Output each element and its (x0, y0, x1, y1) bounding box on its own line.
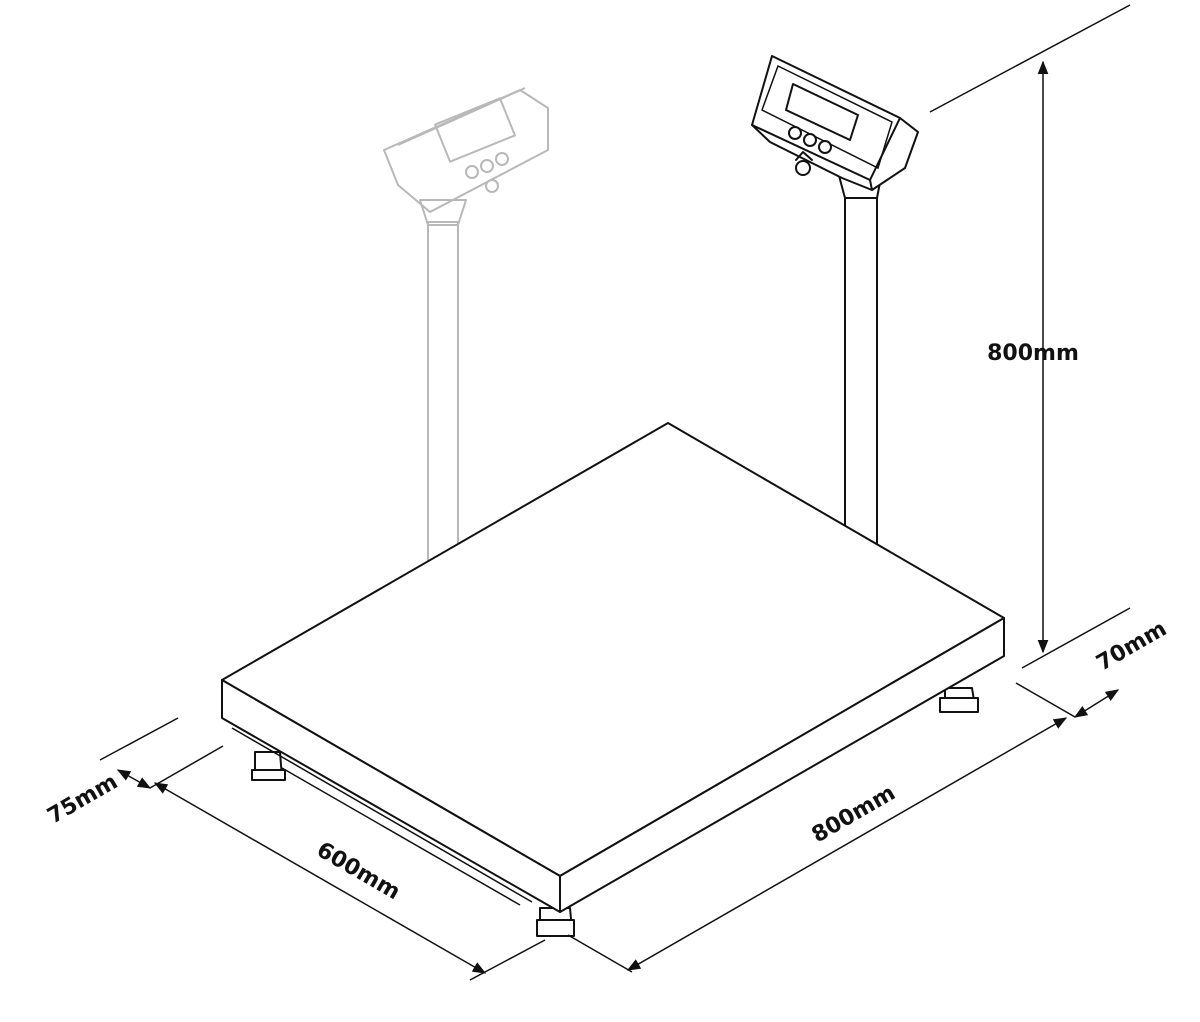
platform-length-label: 800mm (808, 781, 900, 849)
pole-depth-label: 70mm (1092, 616, 1171, 676)
platform-height-label: 75mm (43, 769, 122, 829)
dimension-lines (99, 4, 1131, 981)
ghost-indicator-column (383, 87, 549, 563)
indicator-display-icon (785, 83, 859, 141)
scale-platform (221, 422, 1005, 913)
indicator-key-icon (803, 133, 817, 147)
indicator-key-icon (788, 126, 802, 140)
indicator-head (751, 55, 919, 191)
indicator-pole (837, 171, 883, 547)
pole-height-label: 800mm (987, 341, 1079, 366)
platform-width-label: 600mm (312, 838, 404, 906)
platform-feet (251, 687, 979, 937)
indicator-knob-icon (795, 160, 811, 176)
indicator-key-icon (818, 140, 832, 154)
